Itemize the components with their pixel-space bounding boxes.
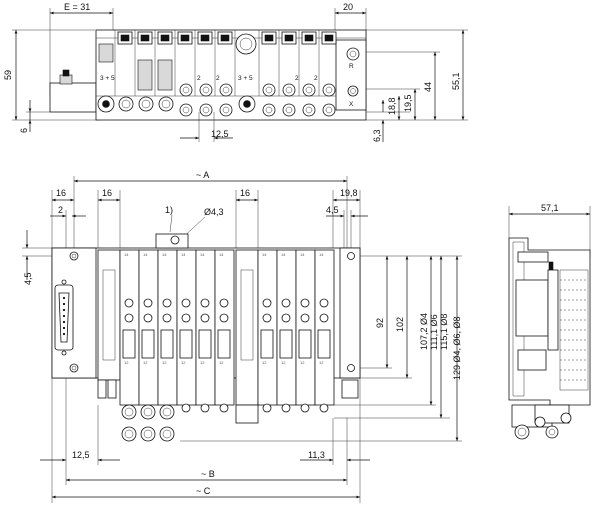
- dim-20: 20: [343, 2, 353, 12]
- fittings-row-front: [121, 403, 329, 442]
- dim-107-2: 107,2 Ø4: [419, 313, 429, 350]
- dim-16-a: 16: [56, 188, 66, 198]
- port-label-2-b: 2: [216, 75, 220, 82]
- dim-2: 2: [58, 205, 63, 215]
- dim-e31: E = 31: [64, 2, 90, 12]
- port-label-3plus5-mid: 3 + 5: [238, 75, 253, 82]
- dim-11-3: 11,3: [308, 450, 325, 460]
- dim-16-c: 16: [240, 188, 250, 198]
- dim-18-8: 18,8: [387, 97, 397, 115]
- dim-102: 102: [395, 317, 405, 332]
- port-label-x: X: [349, 101, 354, 108]
- dim-19-8: 19,8: [340, 188, 358, 198]
- svg-text:12: 12: [143, 360, 148, 365]
- sub-d-connector: [54, 279, 74, 356]
- dim-c: ~ C: [196, 486, 211, 496]
- dim-44: 44: [423, 82, 433, 92]
- svg-text:14: 14: [300, 252, 305, 257]
- port-label-2-d: 2: [314, 75, 318, 82]
- dim-12-5-top: 12,5: [211, 129, 229, 139]
- port-label-r: R: [349, 63, 354, 70]
- dim-12-5-bottom: 12,5: [72, 450, 90, 460]
- fittings-row-top: [97, 83, 336, 117]
- valve-columns-top: [98, 30, 337, 96]
- dim-16-b: 16: [102, 188, 112, 198]
- svg-text:12: 12: [200, 360, 205, 365]
- port-label-3plus5-left: 3 + 5: [100, 75, 115, 82]
- dim-57-1: 57,1: [541, 203, 559, 213]
- svg-text:12: 12: [300, 360, 305, 365]
- svg-text:14: 14: [181, 252, 186, 257]
- dim-b: ~ B: [201, 469, 215, 479]
- svg-text:12: 12: [319, 360, 324, 365]
- svg-text:12: 12: [124, 360, 129, 365]
- svg-text:14: 14: [319, 252, 324, 257]
- svg-text:14: 14: [281, 252, 286, 257]
- dim-59: 59: [3, 70, 13, 80]
- svg-text:14: 14: [219, 252, 224, 257]
- dim-115-1: 115,1 Ø8: [439, 314, 449, 350]
- side-hatch: [559, 269, 589, 391]
- front-view: ~ A 16 16 16 19,8 2 4,5 1) Ø4,3: [22, 170, 462, 503]
- dim-4-5-left: 4,5: [23, 272, 33, 285]
- svg-text:12: 12: [281, 360, 286, 365]
- top-view: E = 31 20 59 6: [3, 2, 468, 142]
- svg-text:14: 14: [162, 252, 167, 257]
- svg-text:12: 12: [219, 360, 224, 365]
- svg-text:14: 14: [200, 252, 205, 257]
- svg-text:14: 14: [143, 252, 148, 257]
- side-view: 57,1: [508, 203, 591, 440]
- dim-d4-3: Ø4,3: [204, 207, 224, 217]
- port-label-2-c: 2: [295, 75, 299, 82]
- svg-text:14: 14: [262, 252, 267, 257]
- end-plate-left: [49, 82, 97, 113]
- svg-text:12: 12: [162, 360, 167, 365]
- dim-19-5: 19,5: [403, 94, 413, 112]
- svg-text:14: 14: [124, 252, 129, 257]
- svg-text:12: 12: [262, 360, 267, 365]
- dim-129: 129 Ø4, Ø6, Ø8: [452, 316, 462, 380]
- svg-text:12: 12: [181, 360, 186, 365]
- dim-a: ~ A: [196, 170, 209, 180]
- dim-111-1: 111,1 Ø6: [429, 314, 439, 350]
- dim-4-5-top: 4,5: [326, 205, 339, 215]
- dim-55-1: 55,1: [451, 72, 461, 90]
- dim-92: 92: [375, 318, 385, 328]
- dim-6-3: 6,3: [372, 129, 382, 142]
- note-1: 1): [165, 205, 173, 215]
- port-label-2-a: 2: [197, 75, 201, 82]
- dim-6: 6: [19, 128, 29, 133]
